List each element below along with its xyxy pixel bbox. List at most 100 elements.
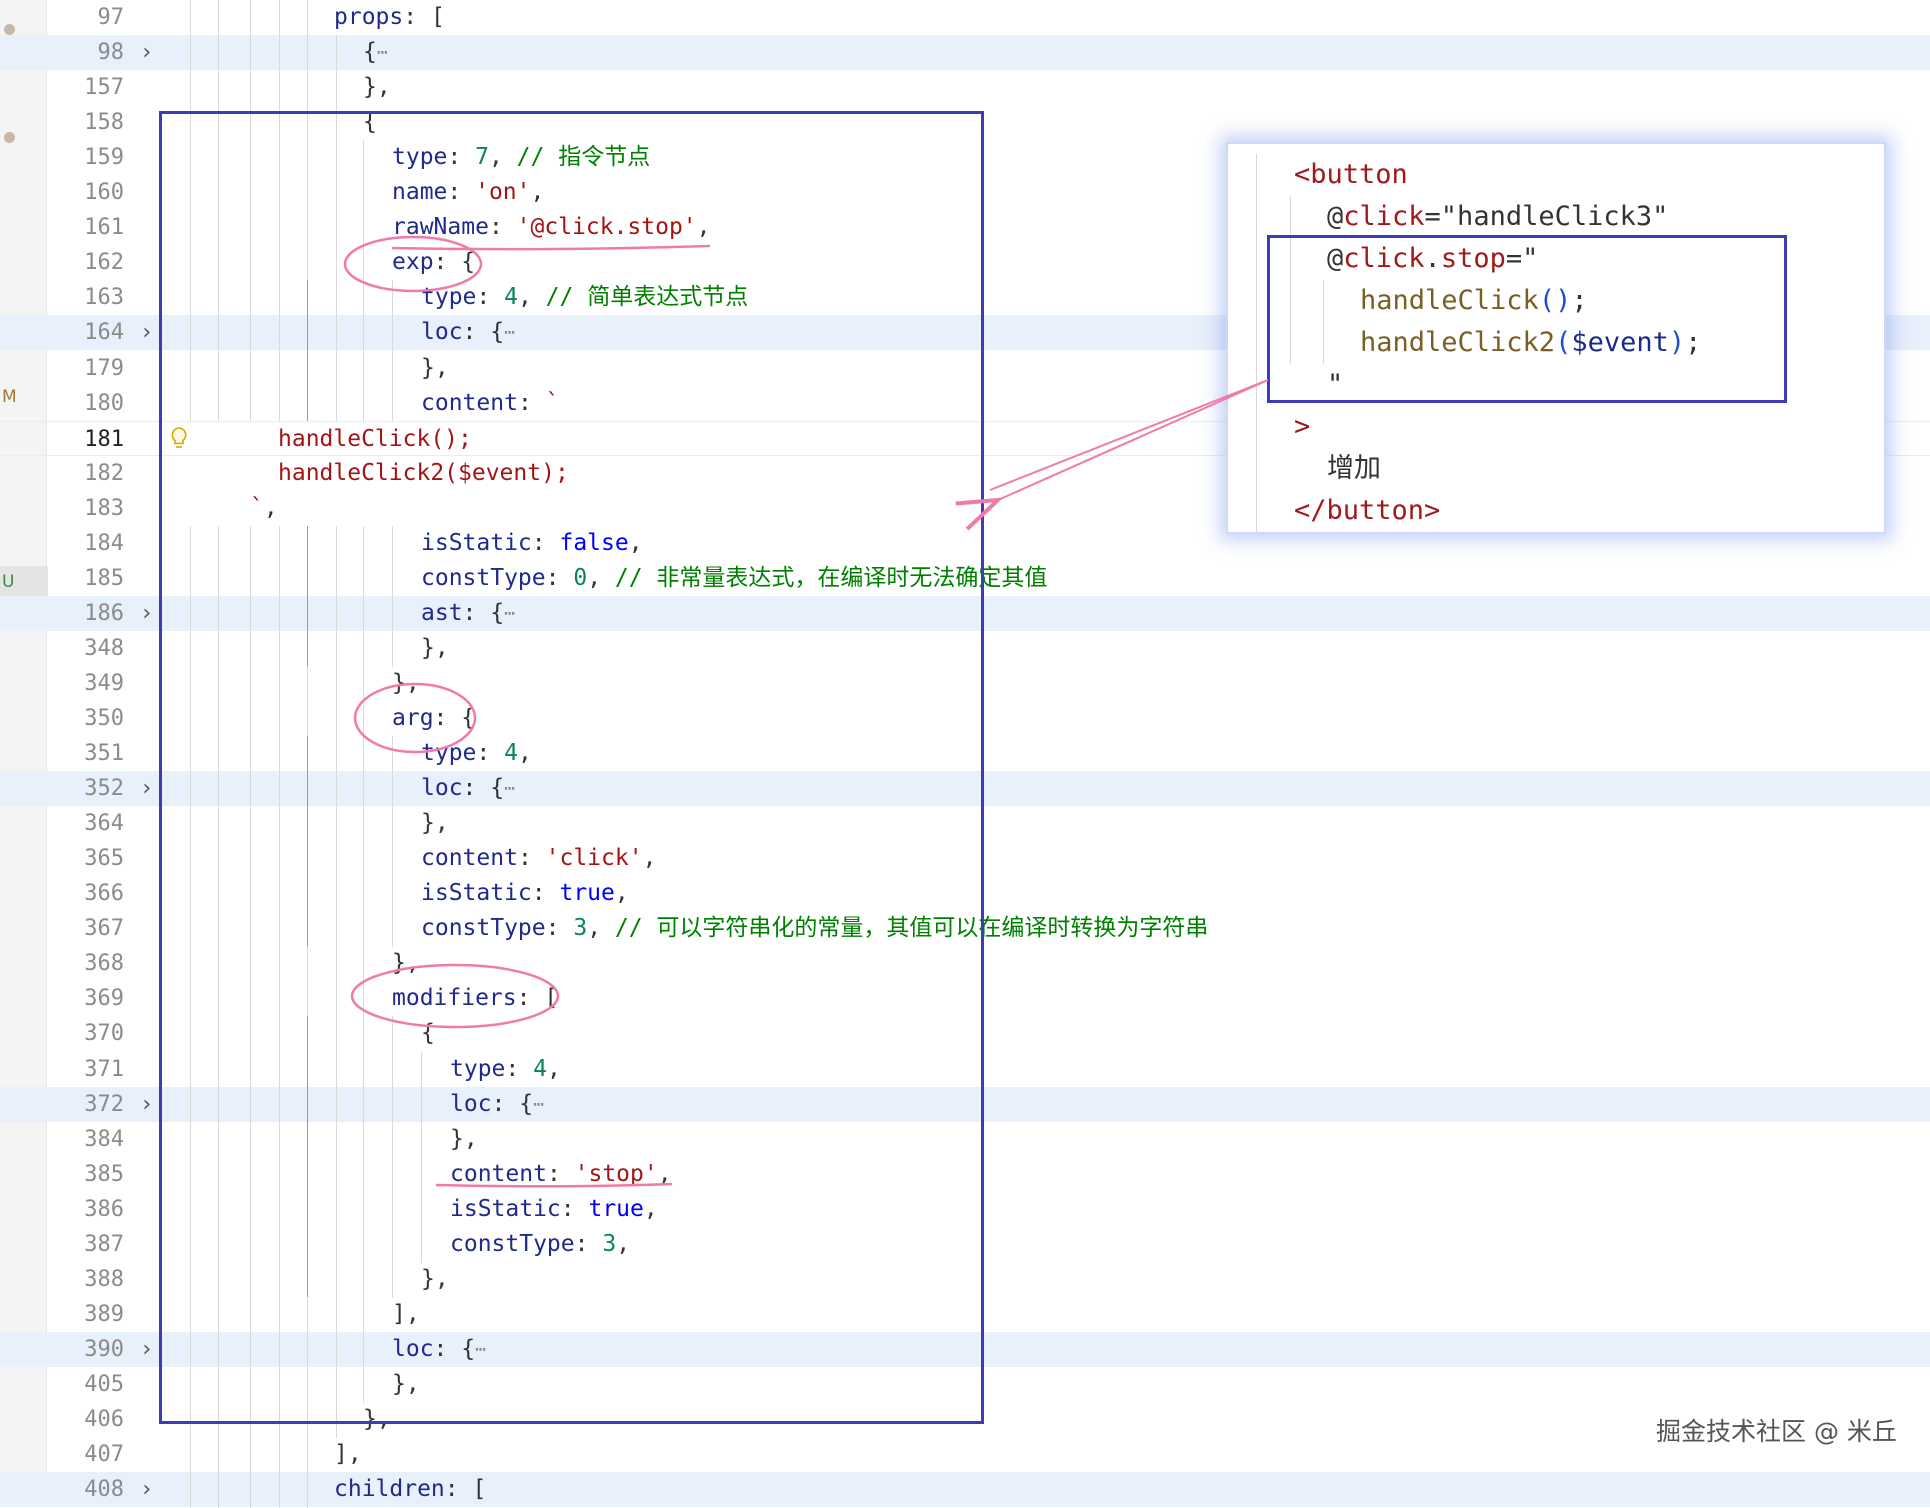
indent-guide <box>218 35 219 71</box>
indent-guide <box>279 631 280 667</box>
fold-chevron-icon[interactable]: › <box>140 40 154 65</box>
code-line[interactable]: 405}, <box>0 1367 1930 1402</box>
fold-chevron-icon[interactable]: › <box>140 776 154 801</box>
code-line[interactable]: 384}, <box>0 1122 1930 1157</box>
indent-guide <box>279 105 280 141</box>
scm-change-dot[interactable] <box>4 132 15 143</box>
fold-chevron-icon[interactable]: › <box>140 1092 154 1117</box>
indent-guide <box>279 806 280 842</box>
code-token: [ <box>472 1476 487 1502</box>
code-text: name: 'on', <box>392 175 544 210</box>
fold-chevron-icon[interactable]: › <box>140 320 154 345</box>
indent-guide <box>218 701 219 737</box>
indent-guide <box>363 1192 364 1228</box>
code-line[interactable]: 368}, <box>0 946 1930 981</box>
code-line[interactable]: 390›loc: {⋯ <box>0 1332 1930 1367</box>
indent-guide <box>336 210 337 246</box>
indent-guide <box>336 1122 337 1158</box>
code-line[interactable]: 179}, <box>0 351 1930 386</box>
indent-guide <box>279 1297 280 1333</box>
code-text: }, <box>392 666 420 701</box>
snippet-token: <button <box>1294 159 1408 190</box>
scm-change-dot[interactable] <box>4 24 15 35</box>
snippet-token: . <box>1424 243 1441 274</box>
snippet-token: 增加 <box>1327 453 1381 484</box>
indent-guide <box>279 596 280 632</box>
fold-chevron-icon[interactable]: › <box>140 1477 154 1502</box>
code-token: : <box>560 1196 589 1222</box>
line-number: 164 <box>84 320 124 345</box>
code-token: : <box>517 390 546 416</box>
code-token: loc <box>421 775 463 801</box>
snippet-token: ="handleClick3" <box>1424 201 1669 232</box>
code-token: : <box>476 284 505 310</box>
indent-guide <box>363 1332 364 1368</box>
line-number: 372 <box>84 1092 124 1117</box>
code-token: true <box>559 880 615 906</box>
fold-chevron-icon[interactable]: › <box>140 601 154 626</box>
code-text: type: 4, <box>450 1052 561 1087</box>
code-line[interactable]: 158{ <box>0 105 1930 140</box>
code-line[interactable]: 372›loc: {⋯ <box>0 1087 1930 1122</box>
fold-chevron-icon[interactable]: › <box>140 1337 154 1362</box>
code-line[interactable]: 408›children: [ <box>0 1472 1930 1507</box>
code-text: constType: 3, <box>450 1227 630 1262</box>
code-token: name <box>392 179 448 205</box>
indent-guide <box>218 666 219 702</box>
code-line[interactable]: 157}, <box>0 70 1930 105</box>
indent-guide <box>250 841 251 877</box>
code-line[interactable]: 364}, <box>0 806 1930 841</box>
code-line[interactable]: 98›{⋯ <box>0 35 1930 70</box>
indent-guide <box>307 876 308 912</box>
indent-guide <box>363 1052 364 1088</box>
snippet-token: handleClick2 <box>1360 327 1556 358</box>
indent-guide <box>250 876 251 912</box>
code-token: }, <box>421 810 449 836</box>
indent-guide <box>307 140 308 176</box>
code-line[interactable]: 352›loc: {⋯ <box>0 771 1930 806</box>
code-line[interactable]: 348}, <box>0 631 1930 666</box>
line-number: 365 <box>84 846 124 871</box>
code-text: type: 4, // 简单表达式节点 <box>421 280 748 315</box>
code-line[interactable]: 183`, <box>0 491 1930 526</box>
snippet-token: ; <box>1571 285 1588 316</box>
lightbulb-icon[interactable] <box>170 426 188 452</box>
code-line[interactable]: 186›ast: {⋯ <box>0 596 1930 631</box>
code-line[interactable]: 388}, <box>0 1262 1930 1297</box>
code-line[interactable]: 370{ <box>0 1016 1930 1051</box>
code-line[interactable]: 406}, <box>0 1402 1930 1437</box>
indent-guide <box>279 771 280 807</box>
code-line[interactable]: 389], <box>0 1297 1930 1332</box>
code-text: }, <box>421 1262 449 1297</box>
indent-guide <box>363 1367 364 1403</box>
indent-guide <box>190 841 191 877</box>
indent-guide <box>363 876 364 912</box>
indent-guide <box>307 35 308 71</box>
indent-guide <box>307 1052 308 1088</box>
indent-guide <box>363 841 364 877</box>
indent-guide <box>190 175 191 211</box>
code-line[interactable]: 349}, <box>0 666 1930 701</box>
indent-guide <box>250 70 251 106</box>
code-line[interactable]: 407], <box>0 1437 1930 1472</box>
indent-guide <box>279 1016 280 1052</box>
